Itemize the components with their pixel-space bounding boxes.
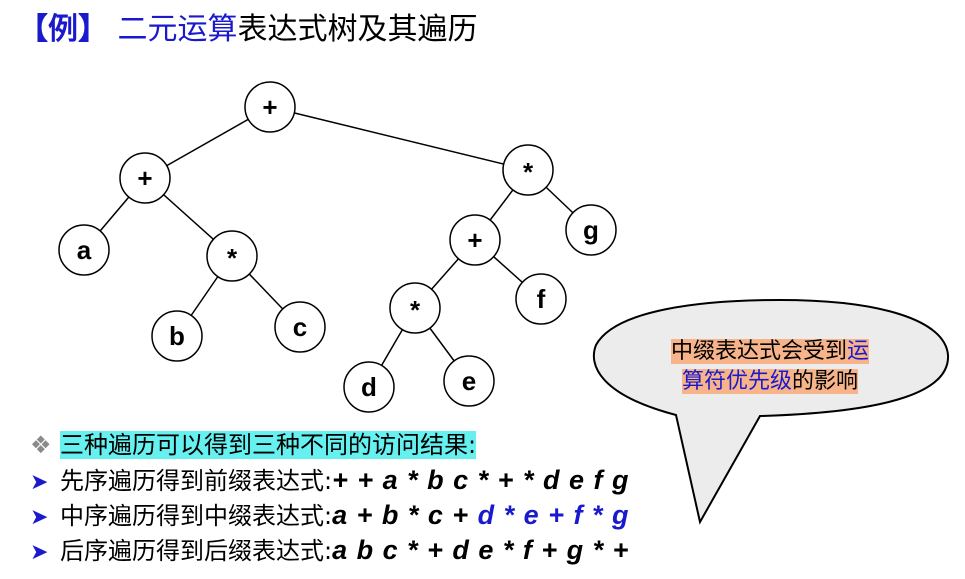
page-title: 【例】 二元运算表达式树及其遍历: [18, 8, 478, 52]
title-black-part: 表达式树及其遍历: [237, 12, 478, 47]
arrow-bullet-icon: ➤: [30, 470, 49, 495]
node-label: g: [583, 215, 599, 245]
title-bracket: 【例】: [18, 12, 108, 47]
tree-node: +: [119, 152, 171, 204]
heading-text: 三种遍历可以得到三种不同的访问结果:: [60, 431, 477, 459]
callout-text-part-blue: 算符优先级: [681, 369, 792, 394]
callout-text-part-blue: 运: [847, 339, 870, 364]
tree-node: b: [151, 310, 203, 362]
node-label: f: [537, 284, 546, 314]
tree-node: g: [565, 204, 617, 256]
node-label: *: [227, 243, 238, 273]
preorder-line: ➤ 先序遍历得到前缀表达式:+ + a * b c * + * d e f g: [30, 463, 629, 498]
inorder-expression-black: a + b * c +: [332, 500, 478, 530]
callout-text: 中缀表达式会受到运 算符优先级的影响: [640, 337, 900, 397]
tree-node: *: [206, 230, 258, 282]
callout-text-part: 的影响: [792, 369, 859, 394]
tree-node: *: [389, 282, 441, 334]
postorder-expression: a b c * + d e * f + g * +: [332, 535, 630, 565]
node-label: *: [523, 157, 534, 187]
node-label: b: [169, 321, 185, 351]
inorder-expression-blue: d * e + f * g: [477, 500, 630, 530]
preorder-expression: + + a * b c * + * d e f g: [332, 465, 630, 495]
node-label: c: [293, 312, 307, 342]
callout-bubble: [592, 298, 950, 525]
title-blue-part: 二元运算: [117, 12, 238, 47]
traversal-heading: ❖ 三种遍历可以得到三种不同的访问结果:: [30, 428, 629, 463]
node-label: +: [262, 92, 277, 122]
preorder-label: 先序遍历得到前缀表达式:: [60, 467, 333, 495]
node-label: e: [462, 366, 476, 396]
traversal-list: ❖ 三种遍历可以得到三种不同的访问结果: ➤ 先序遍历得到前缀表达式:+ + a *…: [30, 428, 629, 568]
node-label: *: [410, 295, 421, 325]
inorder-label: 中序遍历得到中缀表达式:: [60, 502, 333, 530]
arrow-bullet-icon: ➤: [30, 505, 49, 530]
inorder-expression: a + b * c + d * e + f * g: [332, 500, 629, 530]
tree-node: c: [274, 301, 326, 353]
callout-text-part: 中缀表达式会受到: [670, 339, 847, 364]
postorder-label: 后序遍历得到后缀表达式:: [60, 537, 333, 565]
tree-node: +: [449, 214, 501, 266]
tree-node: f: [515, 273, 567, 325]
arrow-bullet-icon: ➤: [30, 540, 49, 565]
postorder-line: ➤ 后序遍历得到后缀表达式:a b c * + d e * f + g * +: [30, 533, 629, 568]
tree-node: e: [443, 355, 495, 407]
node-label: +: [137, 163, 152, 193]
tree-node: *: [502, 144, 554, 196]
diamond-bullet-icon: ❖: [30, 431, 52, 459]
tree-node: +: [244, 81, 296, 133]
tree-node: d: [343, 361, 395, 413]
node-label: d: [361, 372, 377, 402]
edge: [269, 106, 529, 171]
inorder-line: ➤ 中序遍历得到中缀表达式:a + b * c + d * e + f * g: [30, 498, 629, 533]
node-label: a: [77, 235, 92, 265]
node-label: +: [467, 225, 482, 255]
tree-node: a: [58, 224, 110, 276]
